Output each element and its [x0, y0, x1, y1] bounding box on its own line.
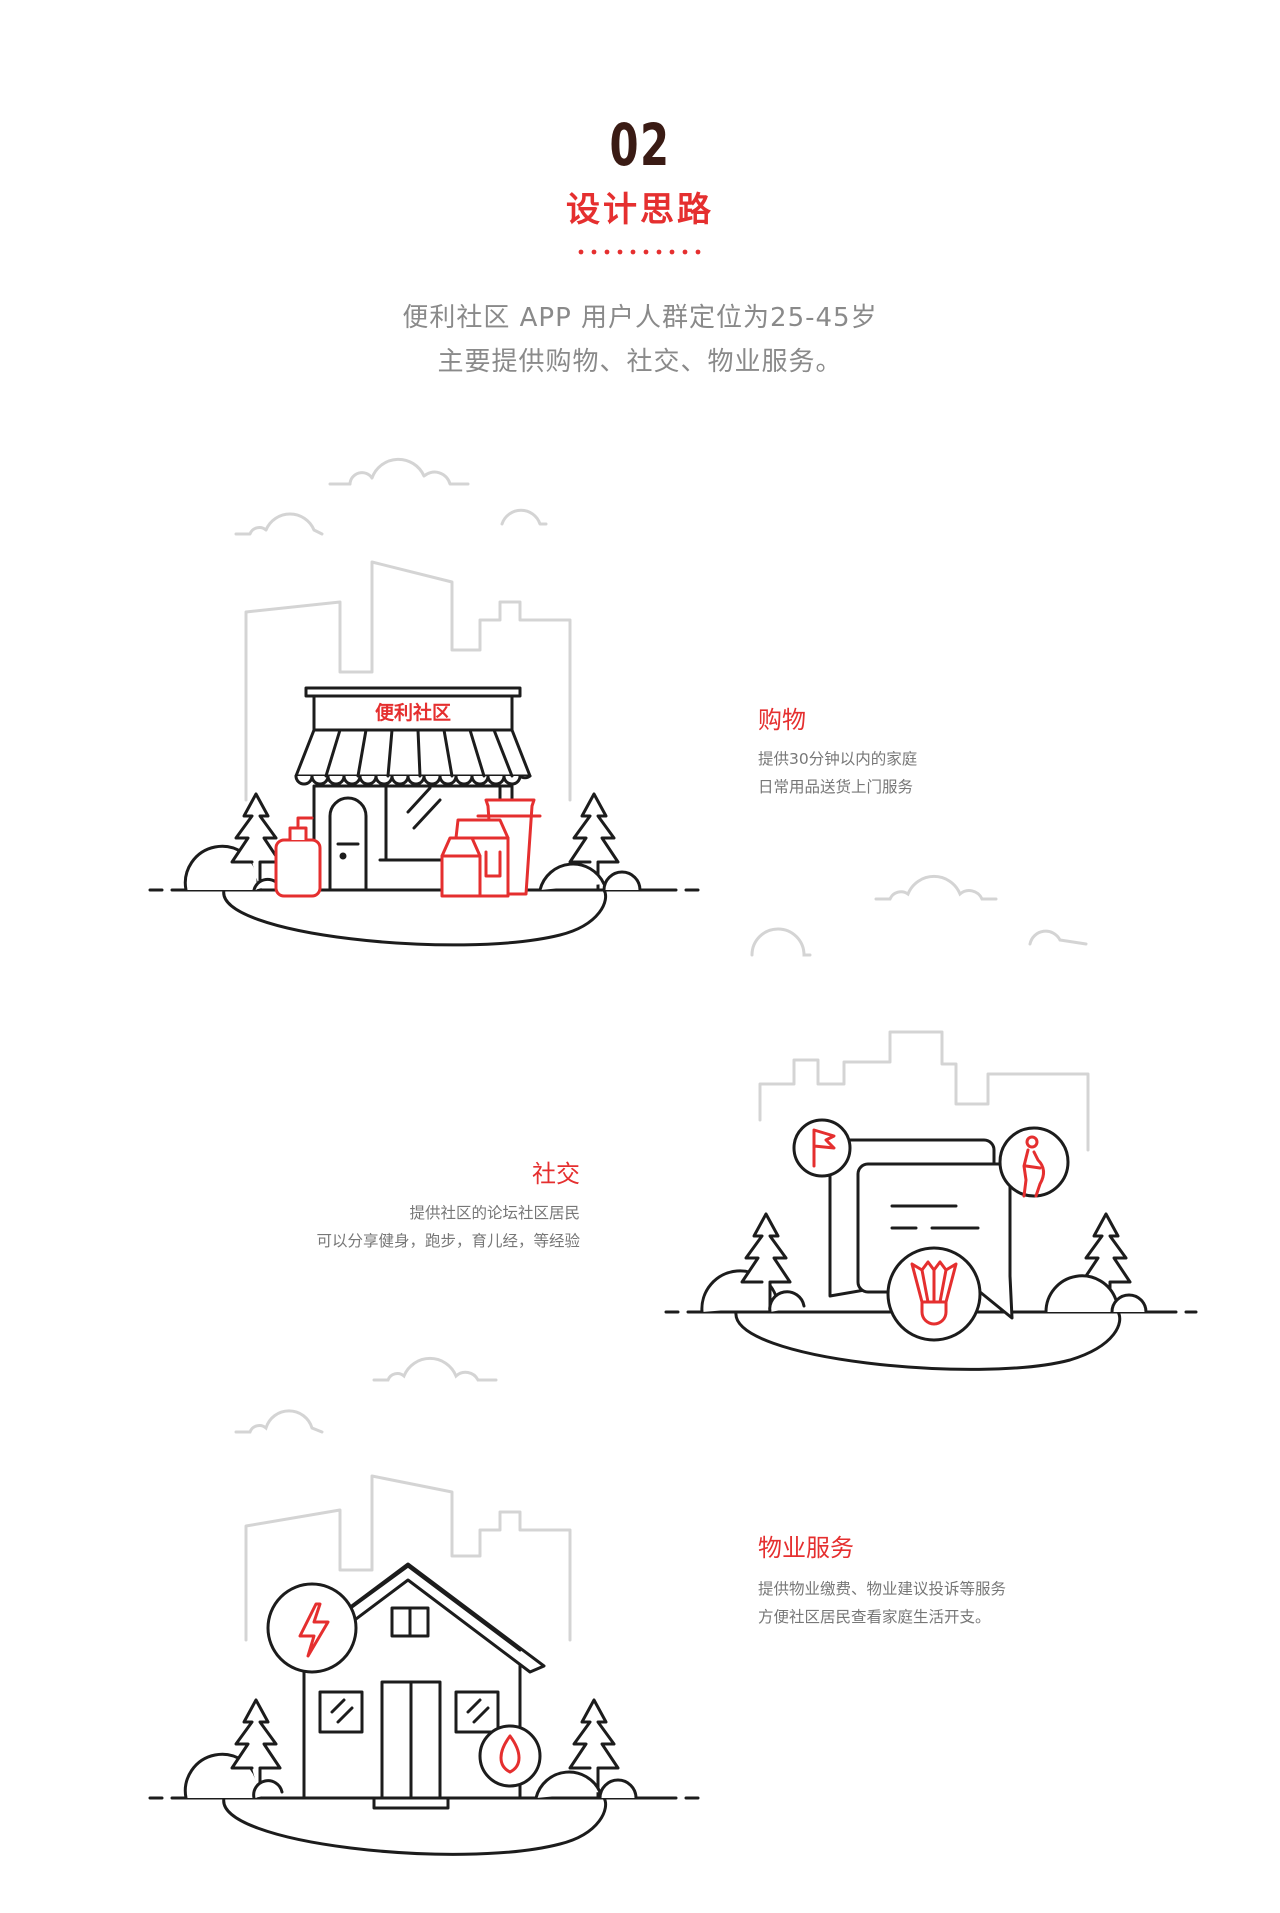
section-title: 设计思路	[566, 190, 714, 230]
goods-icon	[274, 798, 542, 898]
section-number: 02	[609, 111, 671, 179]
cloud-icon	[750, 874, 1088, 957]
intro-line-2: 主要提供购物、社交、物业服务。	[437, 347, 843, 377]
trees	[183, 1698, 638, 1800]
scene-property	[148, 1474, 700, 1856]
scene-social	[664, 1030, 1198, 1371]
house-icon	[280, 1562, 546, 1810]
pregnant-woman-icon	[998, 1126, 1070, 1198]
cloud-icon	[234, 1356, 498, 1434]
title-dots-divider	[578, 249, 701, 255]
shuttlecock-icon	[910, 1260, 958, 1326]
feature-desc-social-2: 可以分享健身，跑步，育儿经，等经验	[316, 1232, 580, 1250]
store-icon	[294, 686, 532, 892]
scene-shopping: 便利社区	[148, 457, 700, 947]
store-sign: 便利社区	[375, 701, 451, 724]
lightning-icon	[298, 1602, 330, 1658]
city-skyline	[244, 560, 572, 802]
ground-line	[148, 1796, 700, 1856]
lightning-icon	[266, 1582, 358, 1674]
water-drop-icon	[499, 1734, 521, 1774]
pregnant-woman-icon	[1022, 1135, 1045, 1198]
feature-title-shopping: 购物	[758, 706, 806, 734]
trees	[700, 1212, 1148, 1314]
city-skyline	[244, 1474, 572, 1642]
feature-desc-shopping-1: 提供30分钟以内的家庭	[758, 750, 918, 768]
feature-desc-shopping-2: 日常用品送货上门服务	[758, 778, 914, 796]
feature-desc-social-1: 提供社区的论坛社区居民	[409, 1204, 580, 1222]
intro-line-1: 便利社区 APP 用户人群定位为25-45岁	[402, 303, 878, 333]
cloud-icon	[234, 457, 548, 536]
feature-desc-property-1: 提供物业缴费、物业建议投诉等服务	[758, 1580, 1007, 1598]
city-skyline	[758, 1030, 1090, 1152]
flag-icon	[812, 1128, 836, 1168]
ground-line	[148, 888, 700, 947]
feature-title-social: 社交	[532, 1160, 580, 1188]
water-drop-icon	[478, 1724, 542, 1788]
feature-title-property: 物业服务	[758, 1534, 854, 1562]
feature-desc-property-2: 方便社区居民查看家庭生活开支。	[758, 1608, 991, 1626]
